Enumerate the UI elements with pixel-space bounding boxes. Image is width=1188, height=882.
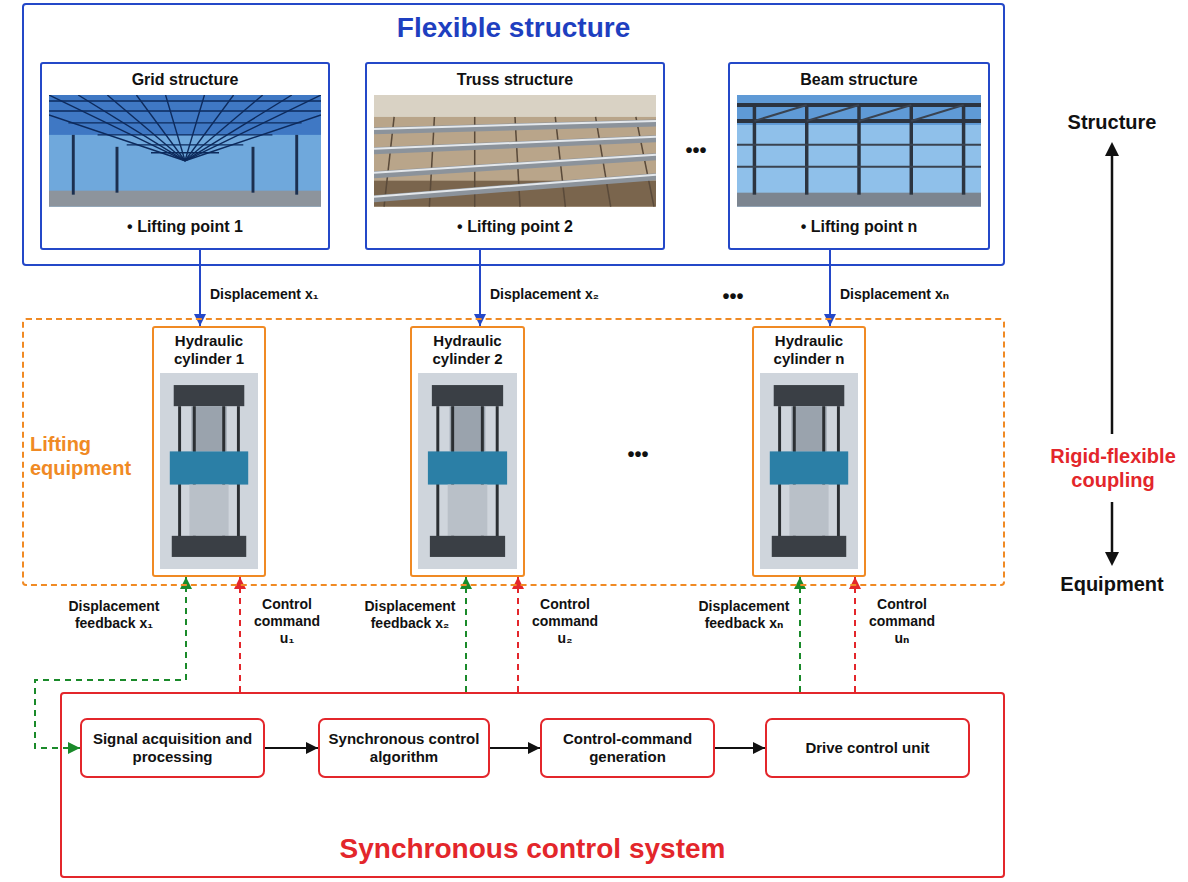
double-arrow [1105,142,1119,566]
signal-label: Control command u₁ [250,596,324,646]
equipment-panel: Lifting equipment Hydraulic cylinder 1 Hy… [22,318,1005,586]
grid-photo [49,95,321,207]
connector-arrow [799,577,801,692]
cylinder-box: Hydraulic cylinder n [752,326,866,577]
connector-arrow [715,747,765,749]
signal-label: Control command uₙ [865,596,939,646]
illustration [418,373,517,569]
card-heading: Truss structure [371,70,659,89]
card-heading: Grid structure [46,70,324,89]
ellipsis: ••• [708,284,758,308]
illustration [737,95,981,207]
process-label: Drive control unit [773,739,962,757]
panel-title: Synchronous control system [62,832,1003,866]
process-box: Synchronous control algorithm [318,718,490,778]
illustration [49,95,321,207]
beam-photo [737,95,981,207]
grid-scene [49,95,321,207]
connector-arrow [479,250,481,326]
process-label: Synchronous control algorithm [326,730,482,766]
axis-label: Equipment [1040,572,1184,596]
panel-title: Flexible structure [24,11,1003,45]
lifting-point: • Lifting point 1 [46,217,324,236]
cylinder-scene [760,373,858,569]
connector-arrow [490,747,540,749]
connector-arrow [854,577,856,692]
process-box: Control-command generation [540,718,715,778]
truss-scene [374,95,656,207]
signal-label: Displacement xₙ [840,286,990,303]
lifting-point: • Lifting point n [734,217,984,236]
connector-arrow [199,250,201,326]
connector-arrow [829,250,831,326]
signal-label: Displacement feedback x₂ [358,598,462,632]
panel-title: Lifting equipment [30,432,146,480]
signal-label: Displacement feedback x₁ [62,598,166,632]
illustration [374,95,656,207]
cylinder-box: Hydraulic cylinder 2 [410,326,525,577]
process-label: Signal acquisition and processing [88,730,257,766]
cylinder-photo [418,373,517,569]
structure-card: Truss structure • Lifting point 2 [365,62,665,250]
cylinder-photo [160,373,258,569]
arrow-line [1111,152,1114,434]
arrow-line [1111,502,1114,556]
connector-arrow [517,577,519,692]
ellipsis: ••• [671,138,721,162]
cylinder-scene [160,373,258,569]
coupling-label: Rigid-flexible coupling [1043,444,1183,492]
connector-arrow [239,577,241,692]
cylinder-scene [418,373,517,569]
cylinder-box: Hydraulic cylinder 1 [152,326,266,577]
axis-label: Structure [1040,110,1184,134]
structure-card: Beam structure • Lifting point n [728,62,990,250]
structure-panel: Flexible structureGrid structure • Liftin… [22,3,1005,266]
beam-scene [737,95,981,207]
connector-arrow [265,747,318,749]
arrow-head [1105,552,1119,566]
illustration [160,373,258,569]
truss-photo [374,95,656,207]
card-heading: Beam structure [734,70,984,89]
process-box: Signal acquisition and processing [80,718,265,778]
arrow-head [1105,142,1119,156]
process-label: Control-command generation [548,730,707,766]
signal-label: Control command u₂ [528,596,602,646]
cylinder-photo [760,373,858,569]
process-box: Drive control unit [765,718,970,778]
signal-label: Displacement feedback xₙ [692,598,796,632]
connector-arrow [465,577,467,692]
lifting-point: • Lifting point 2 [371,217,659,236]
illustration [760,373,858,569]
structure-card: Grid structure • Lifting point 1 [40,62,330,250]
signal-label: Displacement x₁ [210,286,360,303]
cylinder-label: Hydraulic cylinder 1 [157,332,261,368]
control-panel: Synchronous control system Signal acquisi… [60,692,1005,878]
cylinder-label: Hydraulic cylinder 2 [415,332,520,368]
cylinder-label: Hydraulic cylinder n [757,332,861,368]
ellipsis: ••• [613,442,663,466]
signal-label: Displacement x₂ [490,286,640,303]
